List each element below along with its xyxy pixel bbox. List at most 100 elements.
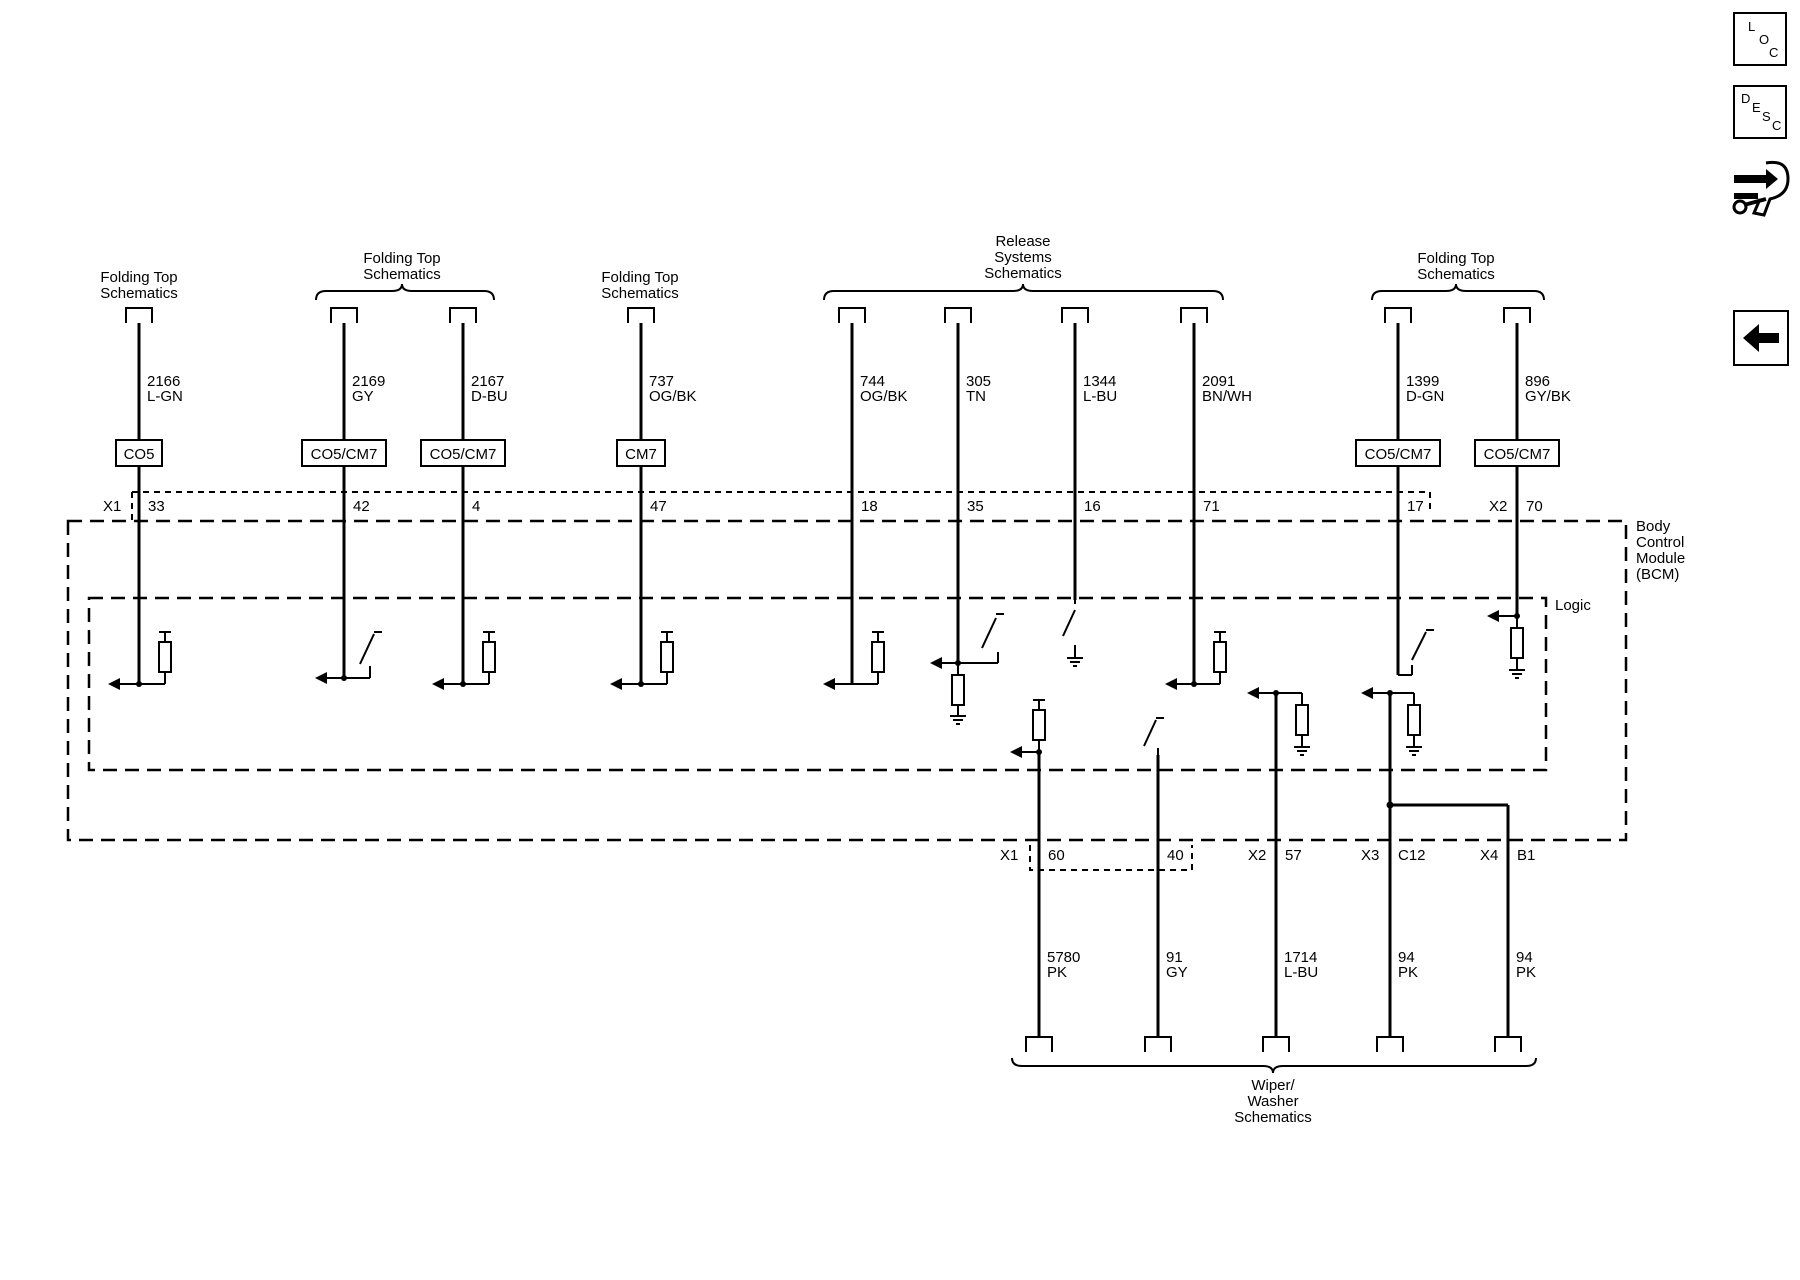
x1-bottom-connector-outline: [1029, 845, 1193, 871]
circuit-number: 2167: [471, 373, 504, 390]
connector-symbol: [1025, 1036, 1053, 1052]
option-code: CO5/CM7: [1484, 446, 1551, 463]
circuit-number: 1714: [1284, 949, 1317, 966]
resistor-icon: [158, 641, 172, 673]
loc-button[interactable]: L O C: [1733, 12, 1787, 66]
switch-icon: [359, 633, 375, 665]
wrench-arrows-icon[interactable]: [1730, 155, 1792, 221]
pin-number: B1: [1517, 847, 1535, 864]
option-code: CO5/CM7: [430, 446, 497, 463]
wire-color: OG/BK: [860, 388, 908, 405]
group-label: Schematics: [601, 285, 679, 302]
wire-color: OG/BK: [649, 388, 697, 405]
connector-id: X1: [103, 498, 121, 515]
connector-id: X1: [1000, 847, 1018, 864]
back-button[interactable]: [1733, 310, 1789, 366]
wire-color: PK: [1398, 964, 1418, 981]
pin-number: 4: [472, 498, 480, 515]
group-label: Schematics: [363, 266, 441, 283]
connector-symbol: [944, 307, 972, 323]
wire-color: L-BU: [1284, 964, 1318, 981]
option-code: CO5/CM7: [311, 446, 378, 463]
wire-color: GY/BK: [1525, 388, 1571, 405]
input-arrow-icon: [1247, 687, 1259, 699]
pin-number: 70: [1526, 498, 1543, 515]
group-header-release: Release Systems Schematics: [823, 233, 1224, 301]
group-bracket: [315, 283, 495, 301]
loc-letter: L: [1748, 19, 1756, 34]
resistor-icon: [871, 641, 885, 673]
option-code: CO5: [124, 446, 155, 463]
input-arrow-icon: [315, 672, 327, 684]
module-name: Control: [1636, 534, 1684, 551]
pin-number: 17: [1407, 498, 1424, 515]
input-arrow-icon: [1361, 687, 1373, 699]
pin-number: 16: [1084, 498, 1101, 515]
group-bracket: [1011, 1057, 1537, 1074]
connector-id: X2: [1489, 498, 1507, 515]
pin-number: 71: [1203, 498, 1220, 515]
wire-color: L-GN: [147, 388, 183, 405]
bottom-wire-labels: 5780 PK 91 GY 1714 L-BU 94 PK 94 PK: [1047, 949, 1536, 981]
loc-letter: C: [1769, 45, 1779, 60]
circuit-number: 5780: [1047, 949, 1080, 966]
switch-icon: [981, 617, 997, 649]
resistor-icon: [951, 674, 965, 706]
top-connectors: [125, 307, 1531, 323]
desc-letter: D: [1741, 91, 1751, 106]
pin-number: 47: [650, 498, 667, 515]
connector-symbol: [627, 307, 655, 323]
group-label: Schematics: [1417, 266, 1495, 283]
left-arrow-icon: [1743, 324, 1779, 352]
group-label: Systems: [994, 249, 1052, 266]
wire-color: GY: [1166, 964, 1188, 981]
switch-icon: [1411, 631, 1427, 661]
bcm-module: Body Control Module (BCM) Logic: [66, 491, 1685, 871]
desc-letter: S: [1762, 109, 1771, 124]
connector-symbol: [1376, 1036, 1404, 1052]
connector-symbol: [1144, 1036, 1172, 1052]
circuit-number: 737: [649, 373, 674, 390]
group-header-ft3: Folding Top Schematics: [601, 269, 679, 302]
resistor-icon: [1032, 709, 1046, 741]
option-code: CO5/CM7: [1365, 446, 1432, 463]
circuit-number: 2169: [352, 373, 385, 390]
logic-internals: [108, 600, 1525, 1028]
top-pin-labels: X1 33 42 4 47 18 35 16 71 17 X2 70: [100, 495, 1543, 515]
input-arrow-icon: [1487, 610, 1499, 622]
circuit-number: 94: [1398, 949, 1415, 966]
wire-color: TN: [966, 388, 986, 405]
group-header-ft1: Folding Top Schematics: [100, 269, 178, 302]
group-bracket: [823, 283, 1224, 301]
switch-icon: [1143, 719, 1157, 747]
circuit-number: 94: [1516, 949, 1533, 966]
pin-number: C12: [1398, 847, 1426, 864]
wire-color: L-BU: [1083, 388, 1117, 405]
circuit-number: 1344: [1083, 373, 1116, 390]
group-label: Washer: [1247, 1093, 1298, 1110]
wire-color: GY: [352, 388, 374, 405]
resistor-icon: [660, 641, 674, 673]
module-name: (BCM): [1636, 566, 1679, 583]
wire-color: D-BU: [471, 388, 508, 405]
connector-symbol: [330, 307, 358, 323]
desc-letter: C: [1772, 118, 1782, 133]
resistor-icon: [482, 641, 496, 673]
switch-icon: [1062, 609, 1076, 637]
bottom-wires: [1037, 693, 1392, 1028]
pin-number: 60: [1048, 847, 1065, 864]
input-arrow-icon: [432, 678, 444, 690]
group-header-ft2: Folding Top Schematics: [315, 250, 495, 301]
connector-symbol: [838, 307, 866, 323]
pin-number: 18: [861, 498, 878, 515]
input-arrow-icon: [1010, 746, 1022, 758]
connector-symbol: [449, 307, 477, 323]
group-label: Folding Top: [601, 269, 678, 286]
top-wires: [137, 323, 1519, 684]
resistor-icon: [1213, 641, 1227, 673]
group-label: Schematics: [984, 265, 1062, 282]
desc-button[interactable]: D E S C: [1733, 85, 1787, 139]
circuit-number: 1399: [1406, 373, 1439, 390]
connector-symbol: [125, 307, 153, 323]
